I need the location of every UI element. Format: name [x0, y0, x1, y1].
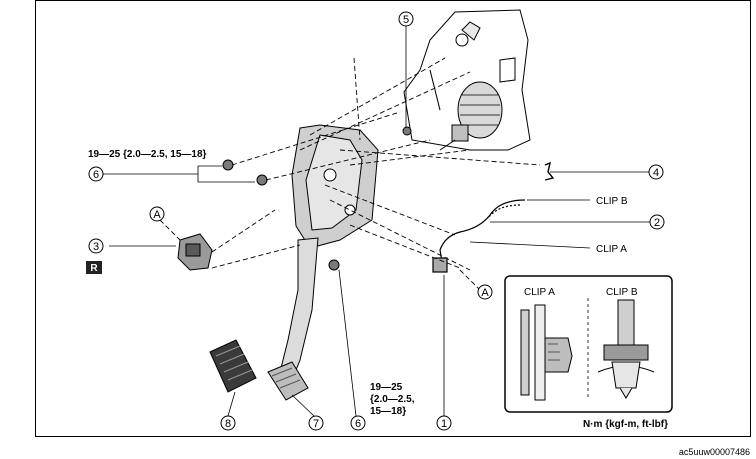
callout-3: 3 [93, 241, 99, 253]
pedal-pad-cover [209, 339, 257, 393]
torque-bottom-line3: 15—18} [370, 406, 406, 417]
clip-a-label: CLIP A [596, 244, 627, 255]
r-marker: R [90, 263, 98, 274]
clutch-switch [177, 233, 213, 271]
torque-spec-bottom: 19—25 {2.0—2.5, 15—18} [370, 382, 417, 417]
wiring-harness [432, 199, 526, 273]
clip-detail-inset [504, 275, 673, 413]
callout-6-upper: 6 [93, 169, 99, 181]
torque-bottom-line2: {2.0—2.5, [370, 394, 415, 405]
pedal-bracket [291, 124, 379, 249]
callout-2: 2 [654, 217, 660, 229]
clip-a-illustration [520, 304, 573, 401]
unit-note: N·m {kgf-m, ft-lbf} [583, 419, 668, 430]
clutch-pedal-pad [267, 361, 309, 401]
callout-5: 5 [403, 14, 409, 26]
callout-8: 8 [225, 418, 231, 430]
leader-lines [103, 26, 650, 417]
torque-bottom-line1: 19—25 [370, 382, 403, 393]
callout-7: 7 [313, 418, 319, 430]
clutch-pedal-arm [277, 237, 319, 386]
callout-1: 1 [441, 418, 447, 430]
callout-4: 4 [653, 167, 659, 179]
clip-b-label: CLIP B [596, 196, 628, 207]
r-marker-box [86, 261, 102, 274]
assembly-guide-lines [159, 57, 541, 291]
clutch-master-cylinder [439, 81, 503, 151]
retaining-clip [544, 161, 555, 181]
firewall-panel [403, 9, 531, 151]
inset-clip-b-title: CLIP B [606, 287, 638, 298]
clip-b-illustration [597, 299, 655, 399]
torque-spec-top: 19—25 {2.0—2.5, 15—18} [88, 149, 207, 160]
callout-a-right: A [481, 287, 489, 299]
image-code: ac5uuw00007486 [678, 447, 750, 457]
inset-clip-a-title: CLIP A [524, 287, 555, 298]
nuts [222, 126, 412, 271]
callout-6-lower: 6 [355, 418, 361, 430]
callout-circles [88, 11, 665, 431]
callout-a-left: A [153, 209, 161, 221]
